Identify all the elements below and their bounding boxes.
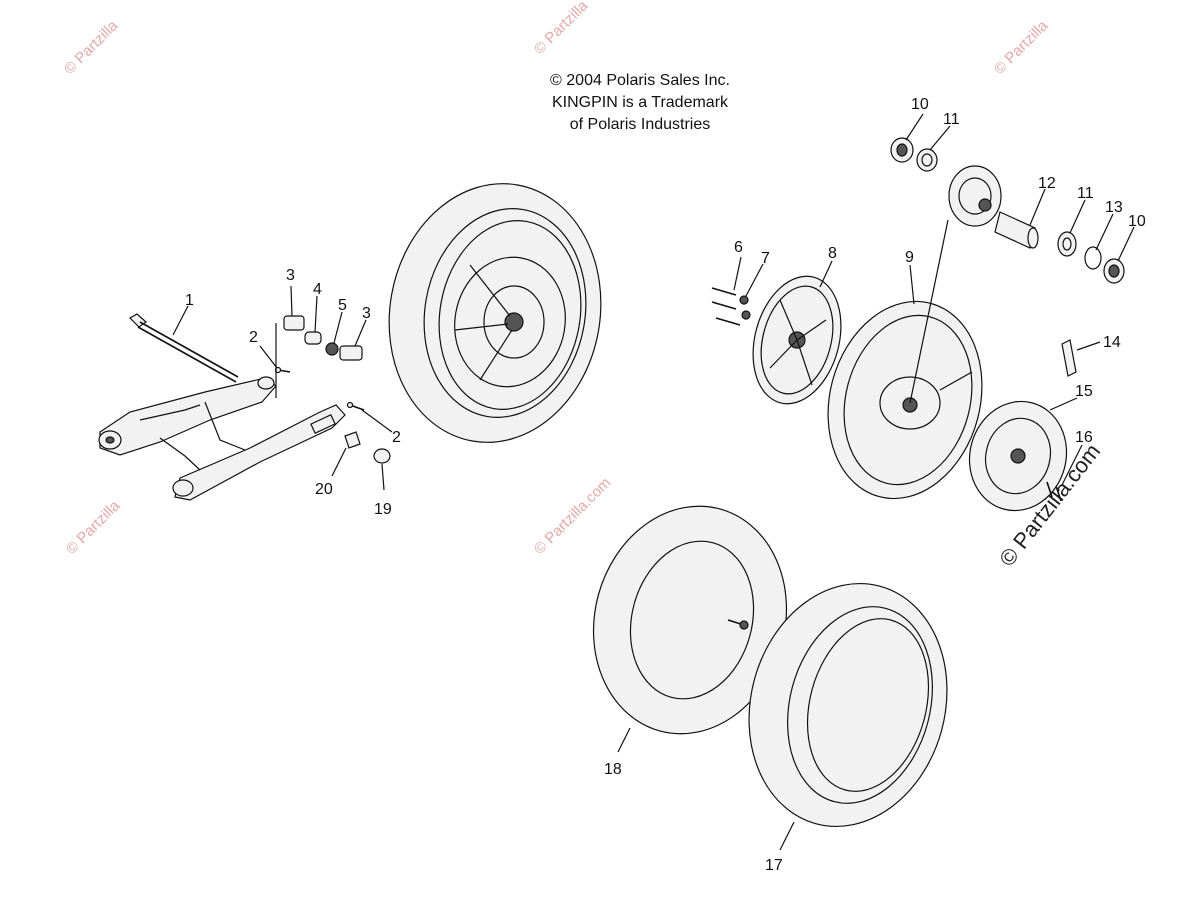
watermark-top-right: © Partzilla (991, 17, 1052, 78)
callout-10-right: 10 (1128, 213, 1146, 230)
callout-16: 16 (1075, 429, 1093, 446)
callout-19: 19 (374, 501, 392, 518)
callout-4: 4 (313, 281, 322, 298)
callout-1: 1 (185, 292, 194, 309)
part-nuts (344, 431, 391, 464)
trademark-line-1: KINGPIN is a Trademark (551, 94, 729, 111)
callout-14: 14 (1103, 334, 1121, 351)
callout-3-right: 3 (362, 305, 371, 322)
callout-12: 12 (1038, 175, 1056, 192)
callout-10-left: 10 (911, 96, 929, 113)
part-assembled-wheel (388, 183, 602, 443)
part-drive-pulley (752, 275, 842, 405)
callout-17: 17 (765, 857, 783, 874)
callout-2-lower: 2 (392, 429, 401, 446)
callout-5: 5 (338, 297, 347, 314)
callout-9: 9 (905, 249, 914, 266)
part-bolts-2 (274, 366, 365, 411)
part-axle-bolt (129, 313, 239, 383)
callout-11-left: 11 (943, 111, 960, 128)
callout-8: 8 (828, 245, 837, 262)
part-hub-assembly (890, 137, 1125, 284)
part-tire (748, 582, 948, 828)
copyright-notice: © 2004 Polaris Sales Inc. KINGPIN is a T… (500, 70, 780, 136)
part-valve-clip (1061, 339, 1077, 377)
watermark-top-center: © Partzilla (531, 0, 592, 58)
copyright-line: © 2004 Polaris Sales Inc. (550, 72, 730, 89)
part-wheel-rim (827, 219, 983, 500)
part-chain-adjusters (283, 315, 363, 361)
callout-7: 7 (761, 250, 770, 267)
watermark-top-left: © Partzilla (61, 17, 122, 78)
callout-11-right: 11 (1077, 185, 1094, 202)
part-swingarm (98, 376, 346, 501)
callout-20: 20 (315, 481, 333, 498)
trademark-line-2: of Polaris Industries (569, 116, 711, 133)
part-sprocket-bolts (711, 287, 751, 326)
callout-3-left: 3 (286, 267, 295, 284)
callout-18: 18 (604, 761, 622, 778)
leader-lines (172, 113, 1135, 851)
callout-6: 6 (734, 239, 743, 256)
part-disc-bolts (1046, 481, 1062, 502)
callout-labels: 1 2 3 4 5 3 2 20 19 6 7 8 9 10 11 12 11 … (185, 96, 1146, 874)
part-inner-tube (592, 505, 788, 735)
callout-2-upper: 2 (249, 329, 258, 346)
callout-13: 13 (1105, 199, 1123, 216)
callout-15: 15 (1075, 383, 1093, 400)
watermark-mid-left: © Partzilla (63, 497, 124, 558)
part-brake-disc (968, 400, 1068, 512)
watermark-mid-center: © Partzilla.com (531, 474, 614, 557)
